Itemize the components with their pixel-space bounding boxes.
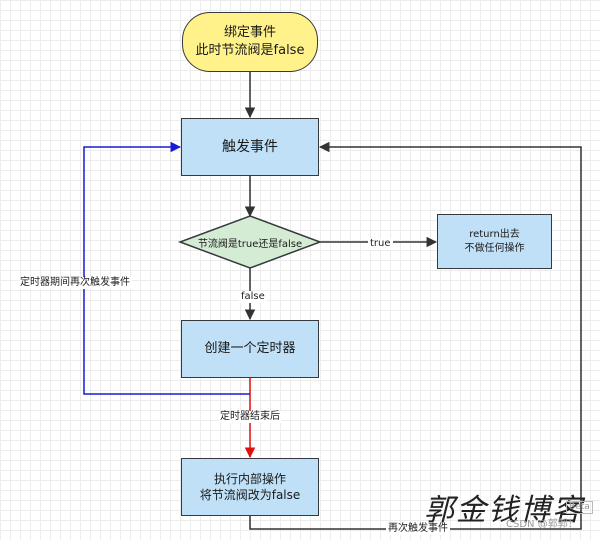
start-line-2: 此时节流阀是false bbox=[195, 43, 305, 58]
decision-label: 节流阀是true还是false bbox=[197, 238, 303, 250]
trigger-event-label: 触发事件 bbox=[222, 138, 278, 155]
create-timer-node: 创建一个定时器 bbox=[181, 320, 319, 378]
execute-node: 执行内部操作 将节流阀改为false bbox=[181, 458, 319, 516]
return-line-1: return出去 bbox=[469, 229, 520, 240]
start-line-1: 绑定事件 bbox=[223, 25, 276, 41]
edge-label-true: true bbox=[368, 238, 393, 250]
edge-trigger-again bbox=[249, 141, 582, 530]
edge-label-timer-end: 定时器结束后 bbox=[218, 411, 282, 423]
return-node: return出去 不做任何操作 bbox=[437, 214, 552, 269]
create-timer-label: 创建一个定时器 bbox=[204, 341, 296, 357]
edge-label-trigger-again: 再次触发事件 bbox=[386, 523, 450, 535]
trigger-event-node: 触发事件 bbox=[181, 118, 319, 176]
beta-badge: Beta bbox=[566, 501, 593, 514]
start-node: 绑定事件 此时节流阀是false bbox=[182, 12, 318, 72]
edge-timer-loop bbox=[83, 141, 250, 395]
edge-label-timer-loop: 定时器期间再次触发事件 bbox=[18, 277, 132, 289]
decision-diamond bbox=[177, 215, 323, 269]
watermark-signature: 郭金钱博客 bbox=[424, 493, 584, 528]
edge-label-false: false bbox=[239, 291, 267, 303]
execute-line-1: 执行内部操作 bbox=[213, 471, 286, 486]
csdn-watermark: CSDN @郭郭！ bbox=[506, 519, 578, 530]
return-line-2: 不做任何操作 bbox=[464, 242, 525, 254]
execute-line-2: 将节流阀改为false bbox=[199, 488, 301, 502]
